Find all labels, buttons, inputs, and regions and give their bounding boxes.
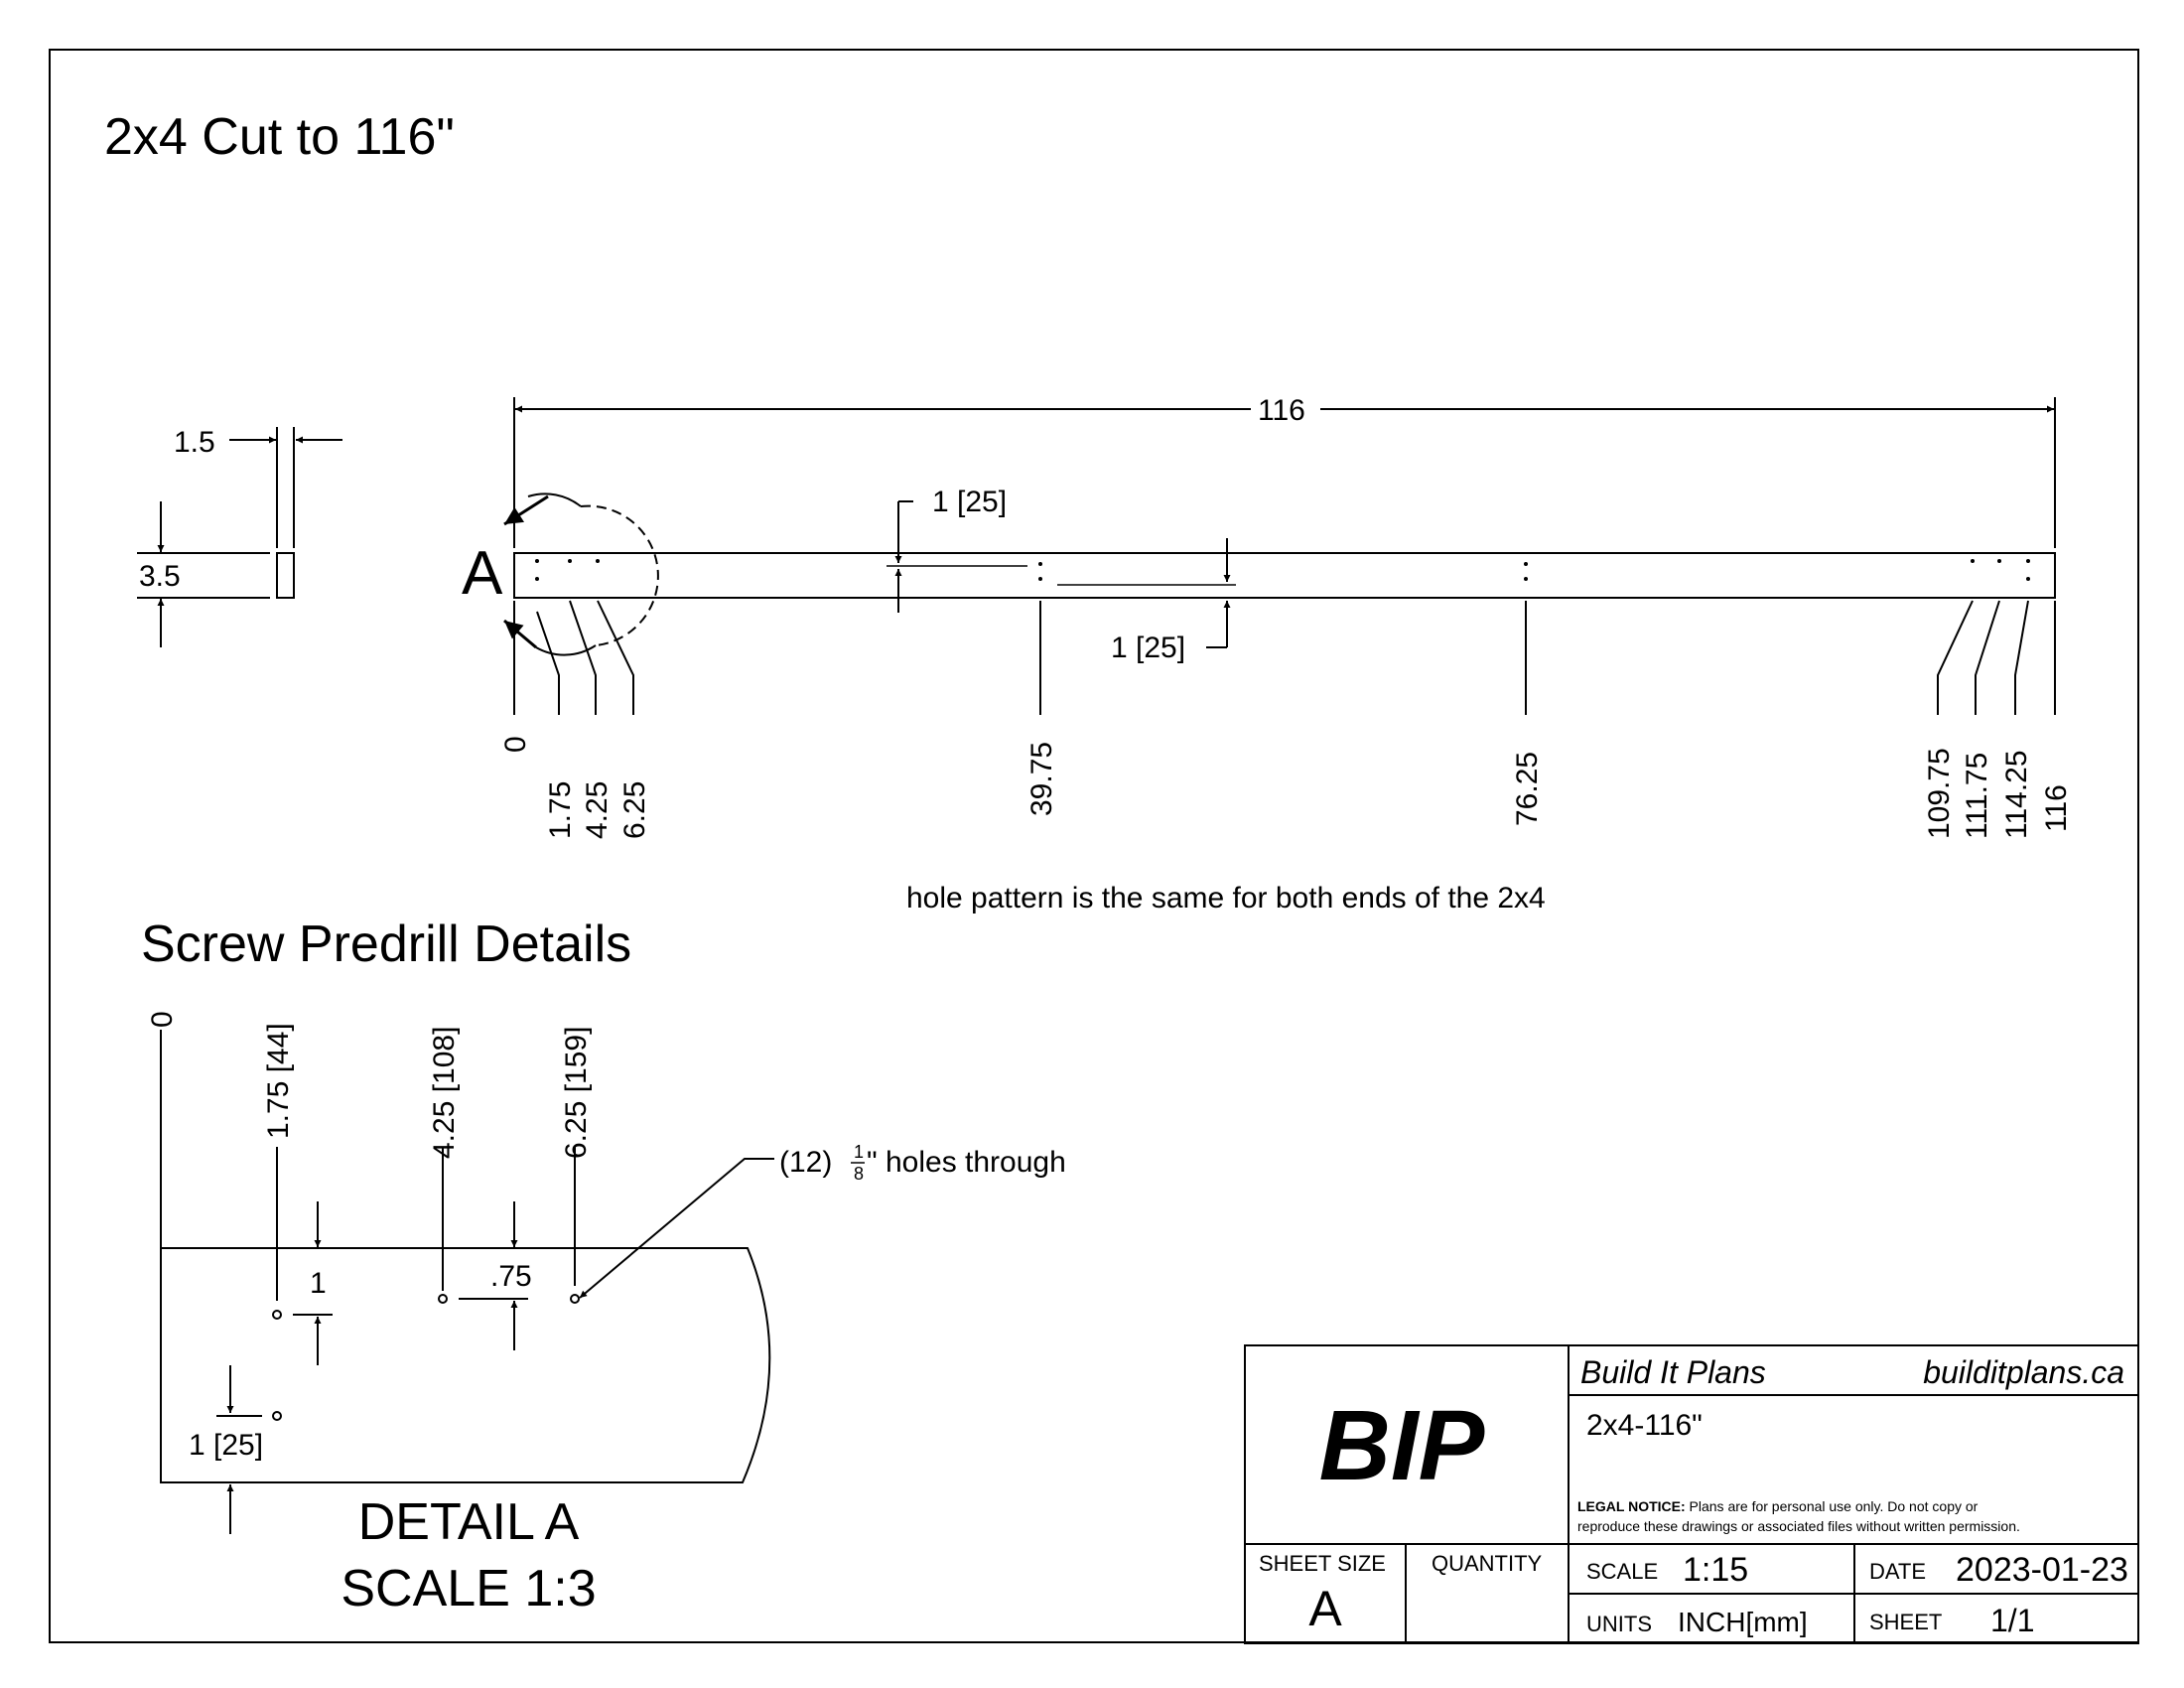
legal-notice-line1: LEGAL NOTICE: Plans are for personal use… (1577, 1498, 1979, 1514)
main-hole-dots (535, 559, 2030, 581)
detail-ordinate-6-25: 6.25 [159] (560, 1027, 593, 1159)
legal-notice-line2: reproduce these drawings or associated f… (1577, 1518, 2020, 1534)
legal-notice-label: LEGAL NOTICE: (1577, 1498, 1686, 1514)
detail-hole (272, 1411, 282, 1421)
date-label: DATE (1869, 1559, 1926, 1584)
ordinate-label-6-25: 6.25 (618, 781, 651, 839)
part-name: 2x4-116" (1586, 1409, 1703, 1442)
ordinate-label-1-75: 1.75 (544, 781, 577, 839)
detail-hole (570, 1294, 580, 1304)
detail-view (160, 1030, 774, 1534)
ordinate-label-76-25: 76.25 (1511, 752, 1544, 826)
detail-marker-label: A (462, 539, 503, 608)
ordinate-label-116: 116 (2040, 784, 2073, 832)
detail-arrow-top (503, 494, 549, 526)
hole-pattern-note: hole pattern is the same for both ends o… (906, 882, 1546, 914)
main-view (513, 397, 2056, 656)
ordinate-label-4-25: 4.25 (581, 781, 614, 839)
detail-ordinate-1-75: 1.75 [44] (262, 1023, 295, 1139)
hole-callout-fraction-num: 1 (854, 1142, 864, 1162)
company-website: builditplans.ca (1923, 1354, 2124, 1390)
legal-notice-text: Plans are for personal use only. Do not … (1686, 1498, 1979, 1514)
hole-callout-prefix: (12) (779, 1146, 832, 1179)
section-profile (276, 552, 295, 599)
bip-logo: BIP (1319, 1390, 1485, 1501)
date-value: 2023-01-23 (1956, 1551, 2128, 1589)
detail-circle (580, 504, 659, 646)
ordinate-label-39-75: 39.75 (1025, 742, 1058, 816)
hole-callout-suffix: " holes through (867, 1146, 1066, 1179)
units-label: UNITS (1586, 1612, 1652, 1636)
ordinate-label-114-25: 114.25 (2000, 750, 2033, 839)
ordinate-label-111-75: 111.75 (1961, 753, 1993, 839)
detail-hole (272, 1310, 282, 1320)
title-block (1244, 1344, 2139, 1644)
detail-ordinate-0: 0 (146, 1011, 179, 1028)
overall-length-label: 116 (1258, 394, 1305, 427)
ordinate-label-109-75: 109.75 (1923, 748, 1956, 839)
company-name: Build It Plans (1580, 1354, 1766, 1390)
board-profile (513, 552, 2056, 599)
sheet-border (49, 49, 2139, 1643)
sheet-label: SHEET (1869, 1610, 1942, 1634)
scale-label: SCALE (1586, 1559, 1658, 1584)
quantity-label: QUANTITY (1432, 1551, 1543, 1576)
section-height-label: 3.5 (139, 560, 181, 593)
section-view (137, 427, 342, 647)
predrill-title: Screw Predrill Details (141, 915, 631, 973)
detail-holes (272, 1294, 580, 1421)
sheet-value: 1/1 (1990, 1603, 2034, 1638)
sheet-size-value: A (1308, 1581, 1342, 1636)
detail-ordinate-4-25: 4.25 [108] (428, 1027, 461, 1159)
bottom-offset-label: 1 [25] (1111, 632, 1185, 664)
detail-dim-one: 1 (310, 1267, 327, 1300)
detail-arrow-bottom (503, 619, 537, 649)
top-offset-label: 1 [25] (932, 486, 1007, 518)
hole-callout-fraction-den: 8 (854, 1164, 864, 1184)
main-ordinate-labels: 0 1.75 4.25 6.25 39.75 76.25 109.75 111.… (499, 736, 2073, 839)
detail-dim-spacing: .75 (490, 1260, 532, 1293)
detail-title-line2: SCALE 1:3 (341, 1560, 596, 1618)
main-ordinate-leaders (513, 600, 2056, 715)
sheet-size-label: SHEET SIZE (1259, 1551, 1386, 1576)
detail-hole (438, 1294, 448, 1304)
detail-ordinate-labels: 0 1.75 [44] 4.25 [108] 6.25 [159] (146, 1011, 593, 1159)
detail-dim-edge: 1 [25] (189, 1429, 263, 1462)
drawing-title: 2x4 Cut to 116" (104, 108, 455, 166)
detail-title-line1: DETAIL A (358, 1493, 580, 1551)
section-width-label: 1.5 (174, 426, 215, 459)
detail-profile (160, 1247, 771, 1483)
units-value: INCH[mm] (1678, 1607, 1808, 1637)
ordinate-label-0: 0 (499, 736, 532, 753)
scale-value: 1:15 (1683, 1551, 1748, 1589)
